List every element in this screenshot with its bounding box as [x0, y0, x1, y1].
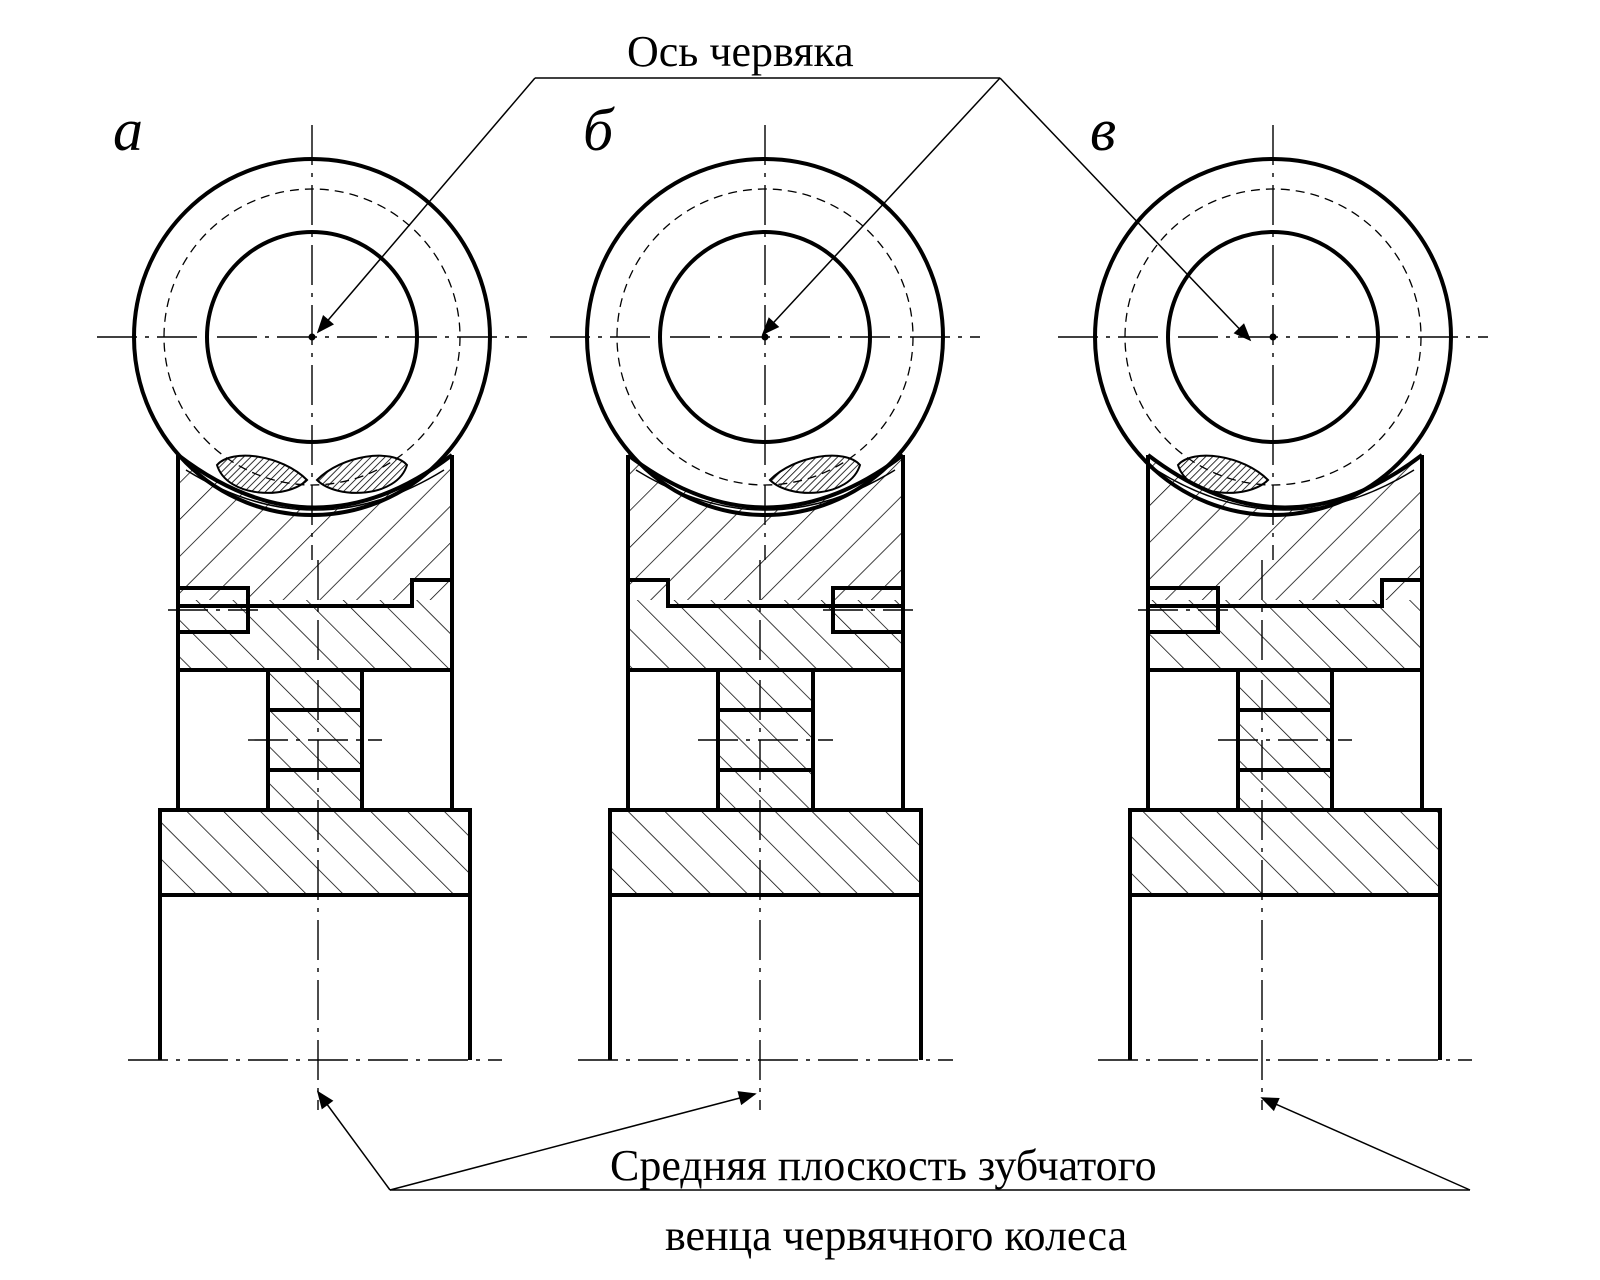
contact-patch-left: [215, 454, 309, 494]
contact-patch-right: [315, 454, 409, 494]
hub-shoulder: [1148, 578, 1422, 608]
view-letter-a: а: [113, 97, 143, 163]
mid-plane-label-line1: Средняя плоскость зубчатого: [610, 1141, 1157, 1190]
hub-shoulder: [178, 578, 452, 608]
wheel-throat-inner-arc: [1155, 469, 1415, 511]
flange-outline: [158, 808, 472, 897]
flange-outline: [608, 808, 923, 897]
worm-axis-point: [761, 333, 769, 341]
hub-band-section: [628, 600, 903, 670]
contact-patch-right: [768, 454, 862, 494]
view-letter-c: в: [1090, 97, 1116, 163]
worm-axis-label: Ось червяка: [627, 27, 854, 76]
flange-section: [1130, 810, 1440, 895]
flange-section: [160, 810, 470, 895]
worm-axis-point: [1269, 333, 1277, 341]
view-letter-b: б: [583, 97, 615, 163]
mid-plane-label-line2: венца червячного колеса: [665, 1211, 1127, 1260]
hub-band-section: [178, 600, 452, 670]
view-b: [550, 125, 980, 1110]
wheel-throat-arc: [176, 453, 454, 510]
wheel-rim-section: [178, 455, 452, 600]
wheel-rim-section: [1148, 455, 1422, 600]
worm-axis-point: [308, 333, 316, 341]
flange-outline: [1128, 808, 1442, 897]
mid-plane-leaders: [316, 1090, 1471, 1191]
hub-band-section: [1148, 600, 1422, 670]
wheel-throat-arc: [1146, 453, 1424, 510]
hub-shoulder: [628, 578, 903, 608]
contact-patch-left: [1176, 454, 1270, 494]
wheel-rim-section: [628, 455, 903, 600]
view-a: [97, 125, 527, 1110]
flange-section: [610, 810, 921, 895]
worm-axis-leaders: [316, 77, 1252, 342]
view-c: [1058, 125, 1488, 1110]
